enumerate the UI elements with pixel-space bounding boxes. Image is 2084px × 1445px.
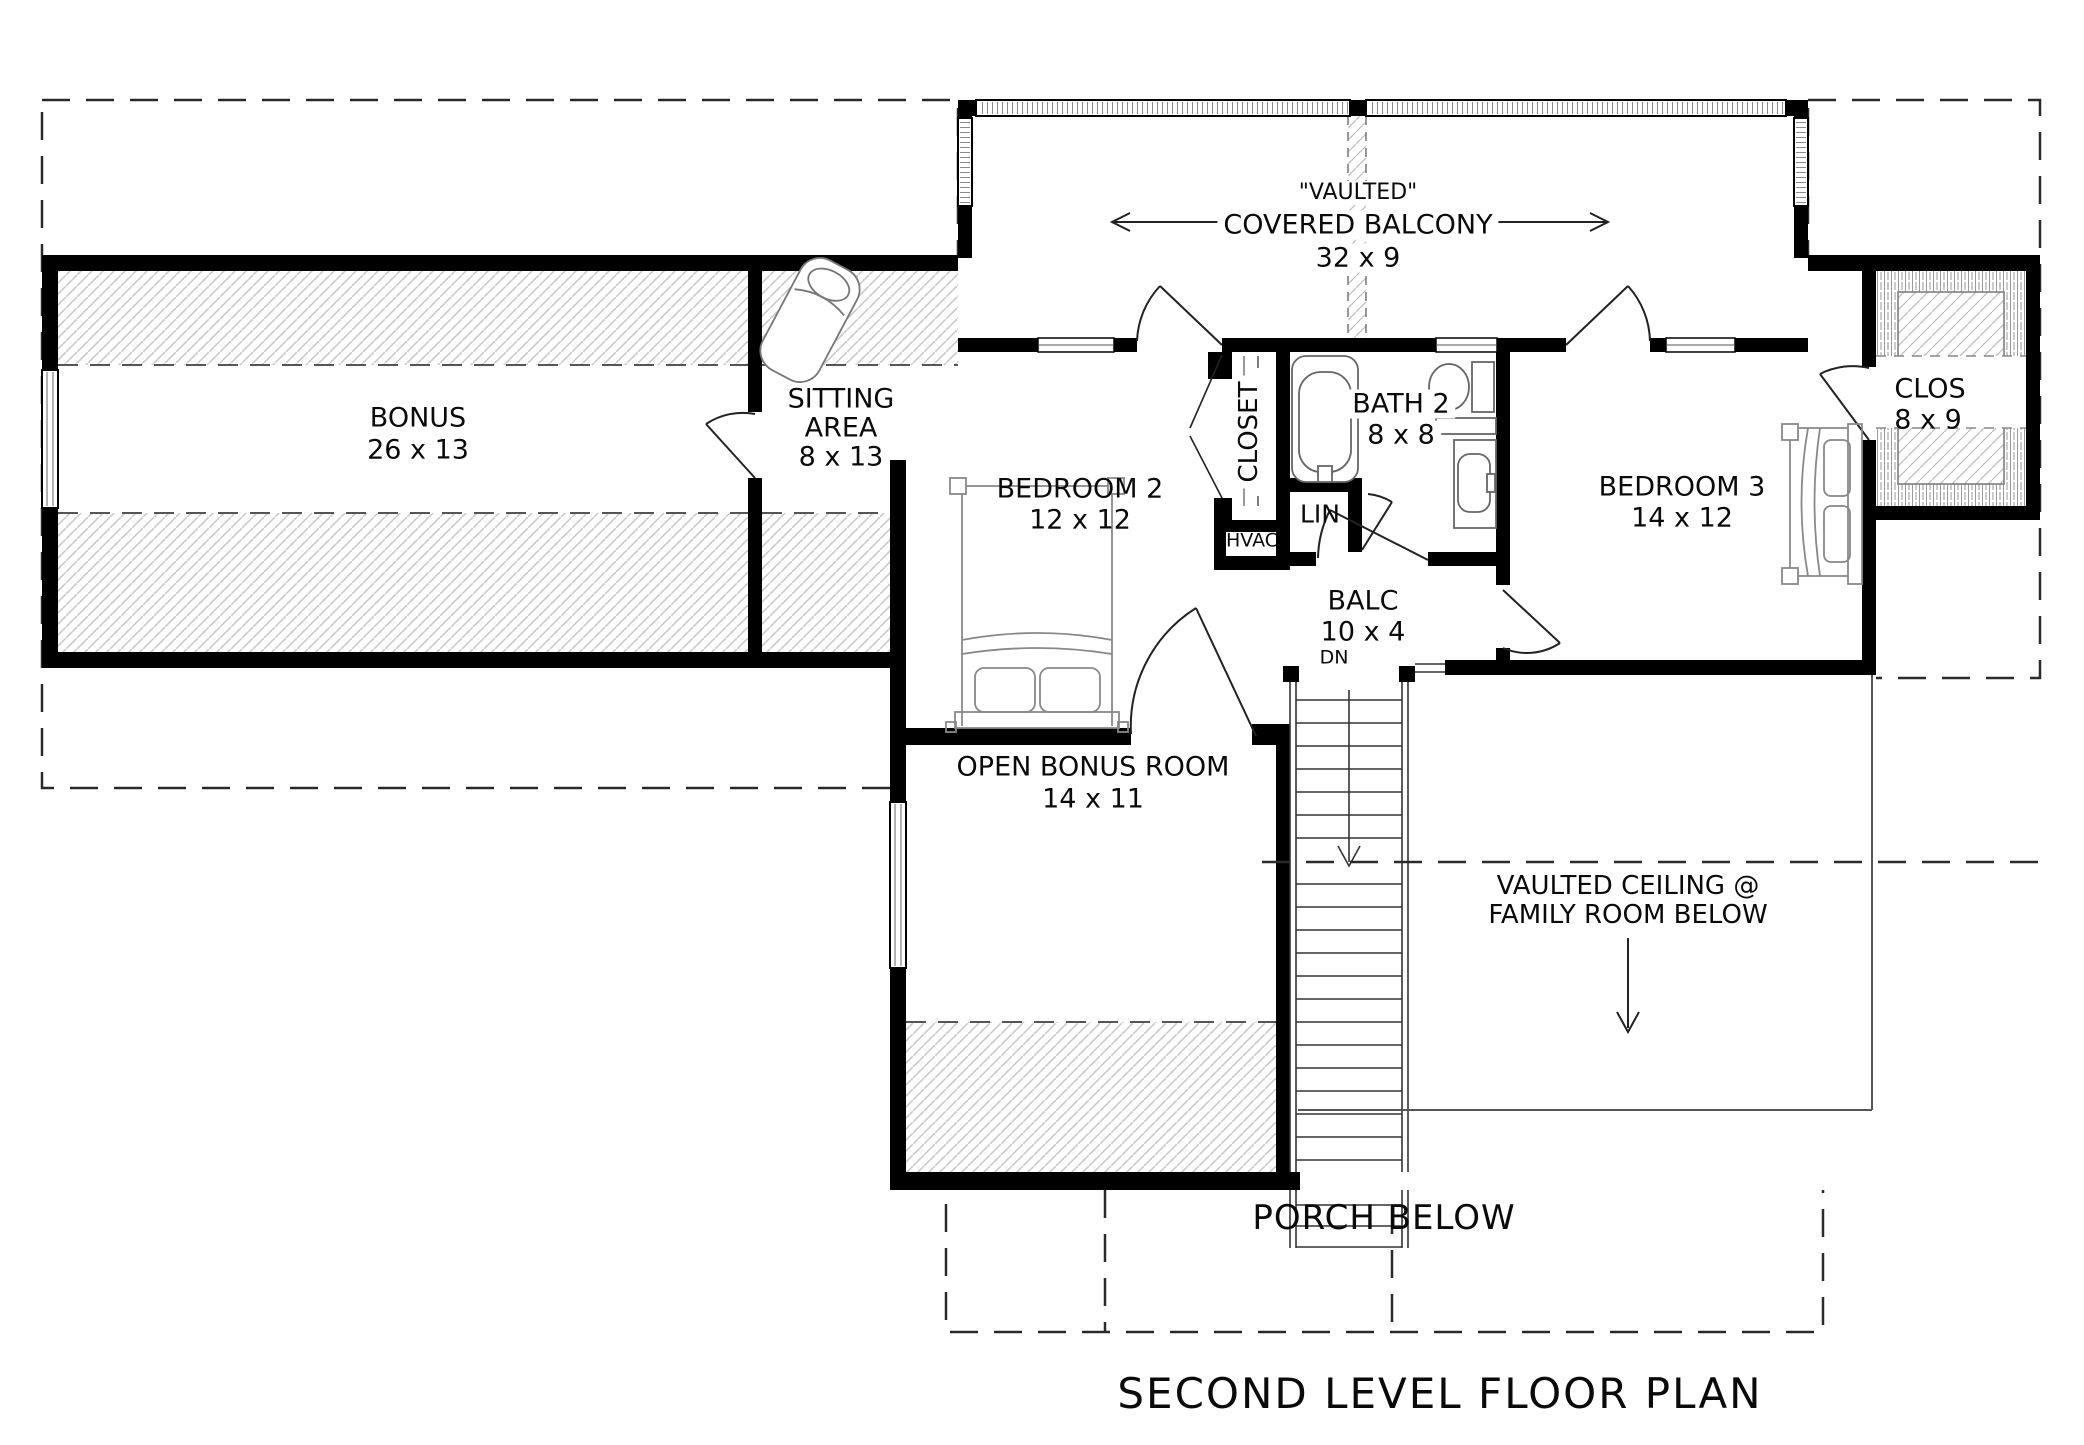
door-openings [1137,338,1650,352]
bath2-dim-label: 8 x 8 [1361,420,1441,450]
clos-hatch [1876,270,2026,506]
open-bonus-name-label: OPEN BONUS ROOM [956,751,1230,783]
bedroom3-name-label: BEDROOM 3 [1598,471,1766,503]
doors [705,285,1870,737]
family-below-label-line1: VAULTED CEILING @ [1496,871,1760,901]
bonus-dim-label: 26 x 13 [367,434,469,466]
windows [41,99,1809,969]
porch-below-label: PORCH BELOW [1252,1198,1516,1238]
bedroom2-name-label: BEDROOM 2 [996,473,1164,505]
sitting-area-label-line2: AREA [804,412,878,444]
balc-name-label: BALC [1327,585,1399,617]
family-below-label-line2: FAMILY ROOM BELOW [1488,900,1768,930]
family-room-below-outline [1298,675,1873,1111]
stairs-dn-label: DN [1319,646,1349,669]
balcony-name-label: COVERED BALCONY [1217,210,1499,240]
bedroom3-bed [1781,423,1863,585]
linen-label: LIN [1299,499,1341,529]
open-bonus-dim-label: 14 x 11 [1042,783,1144,815]
porch-below-outline [944,1116,1825,1334]
hvac-label: HVAC [1226,529,1278,552]
staircase [1289,682,1409,1248]
bedroom2-dim-label: 12 x 12 [1029,504,1131,536]
balc-dim-label: 10 x 4 [1320,616,1406,648]
page-title: SECOND LEVEL FLOOR PLAN [1117,1369,1763,1418]
clos-name-label: CLOS [1894,373,1966,405]
sitting-area-dim-label: 8 x 13 [798,441,884,473]
balcony-note-label: "VAULTED" [1292,181,1424,205]
family-room-pointer-arrow [1616,938,1640,1035]
sitting-area-label-line1: SITTING [787,383,895,415]
balcony-dim-label: 32 x 9 [1309,243,1407,273]
chaise-lounge [759,257,861,383]
bathtub [1291,355,1359,483]
balc-railing [1415,663,1445,673]
bath2-name-label: BATH 2 [1346,389,1456,419]
closet-label: CLOSET [1234,375,1264,489]
clos-dim-label: 8 x 9 [1894,404,1962,436]
vanity-sink [1453,439,1497,529]
stairs-down-arrow [1337,690,1361,868]
bonus-name-label: BONUS [369,402,467,434]
bedroom2-bed [945,477,1129,733]
bedroom3-dim-label: 14 x 12 [1631,502,1733,534]
